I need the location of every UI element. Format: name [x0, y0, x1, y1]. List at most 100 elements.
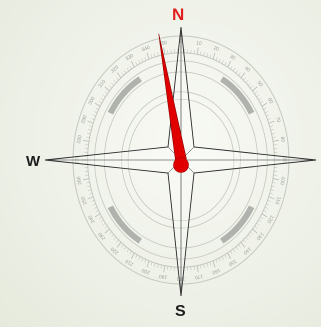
tick-mark	[121, 73, 123, 76]
tick-mark	[200, 265, 201, 269]
tick-mark	[95, 214, 100, 217]
tick-mark	[248, 83, 250, 86]
tick-mark	[253, 229, 258, 233]
tick-mark	[225, 62, 227, 65]
tick-mark	[85, 145, 88, 146]
tick-mark	[274, 175, 277, 176]
tick-mark	[89, 193, 92, 194]
tick-mark	[105, 87, 110, 91]
tick-mark	[274, 145, 277, 146]
tick-mark	[213, 261, 215, 267]
tick-mark	[147, 53, 149, 59]
tick-mark	[213, 53, 215, 59]
tick-mark	[270, 126, 273, 127]
tick-mark	[142, 258, 143, 261]
tick-mark	[147, 261, 149, 267]
tick-mark	[86, 137, 89, 138]
tick-mark	[210, 262, 211, 266]
tick-mark	[204, 264, 205, 268]
tick-mark	[244, 78, 246, 81]
tick-mark	[233, 68, 235, 71]
degree-label: 340	[141, 45, 151, 54]
tick-mark	[200, 51, 201, 55]
tick-mark	[86, 182, 89, 183]
tick-mark	[109, 232, 111, 234]
tick-mark	[99, 101, 102, 103]
tick-mark	[145, 259, 146, 262]
tick-mark	[87, 133, 90, 134]
degree-label: 250	[80, 195, 89, 205]
tick-mark	[268, 200, 271, 201]
degree-label: 200	[141, 267, 151, 276]
tick-mark	[93, 115, 96, 117]
tick-mark	[262, 103, 267, 106]
tick-mark	[250, 232, 252, 234]
tick-mark	[88, 129, 91, 130]
tick-mark	[248, 235, 250, 238]
tick-mark	[101, 220, 104, 222]
tick-mark	[89, 126, 92, 127]
degree-label: 300	[87, 96, 96, 106]
tick-mark	[270, 193, 273, 194]
tick-mark	[105, 92, 108, 94]
degree-label: 140	[242, 245, 252, 255]
tick-mark	[101, 98, 104, 100]
tick-mark	[99, 217, 102, 219]
tick-mark	[116, 240, 118, 243]
north-label: N	[172, 6, 184, 23]
tick-mark	[164, 48, 165, 55]
tick-mark	[269, 121, 275, 123]
tick-mark	[96, 108, 99, 110]
tick-mark	[96, 210, 99, 212]
degree-label: 190	[158, 273, 167, 280]
tick-mark	[271, 129, 274, 130]
tick-mark	[272, 186, 275, 187]
tick-mark	[262, 214, 267, 217]
tick-mark	[158, 52, 159, 56]
degree-label: 40	[243, 65, 251, 73]
tick-mark	[145, 57, 146, 60]
tick-mark	[124, 247, 126, 250]
degree-label: 150	[227, 258, 237, 267]
tick-mark	[216, 57, 217, 60]
tick-mark	[142, 59, 143, 62]
degree-label: 240	[87, 214, 96, 224]
tick-mark	[111, 83, 113, 86]
degree-label: 80	[279, 136, 286, 143]
degree-label: 330	[124, 53, 134, 62]
tick-mark	[222, 256, 223, 259]
tick-mark	[266, 204, 269, 206]
tick-mark	[263, 108, 266, 110]
tick-mark	[105, 226, 108, 228]
degree-label: 110	[273, 196, 281, 206]
tick-mark	[260, 101, 263, 103]
tick-mark	[158, 264, 159, 268]
degree-label: 100	[279, 176, 286, 185]
tick-mark	[91, 200, 94, 201]
tick-mark	[273, 179, 279, 180]
degree-label: 60	[266, 97, 274, 105]
tick-mark	[154, 263, 155, 267]
tick-mark	[260, 217, 263, 219]
tick-mark	[161, 265, 162, 269]
tick-mark	[241, 73, 245, 78]
tick-mark	[255, 226, 258, 228]
tick-mark	[131, 61, 134, 67]
tick-mark	[117, 242, 121, 247]
tick-mark	[255, 92, 258, 94]
degree-label: 320	[110, 64, 120, 74]
tick-mark	[139, 60, 140, 63]
tick-mark	[130, 66, 132, 69]
tick-mark	[94, 111, 97, 113]
tick-mark	[88, 121, 94, 123]
tick-mark	[263, 210, 266, 212]
tick-mark	[265, 111, 268, 113]
tick-mark	[87, 186, 90, 187]
tick-mark	[127, 249, 129, 252]
degree-label: 280	[76, 135, 83, 144]
tick-mark	[136, 255, 138, 258]
tick-mark	[95, 103, 100, 106]
tick-mark	[154, 53, 155, 57]
tick-mark	[88, 190, 91, 191]
